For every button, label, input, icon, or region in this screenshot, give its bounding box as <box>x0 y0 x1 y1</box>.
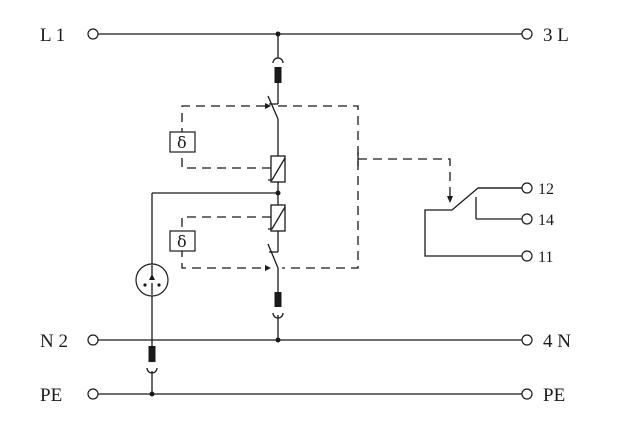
gdt-inner-arrow <box>149 274 155 280</box>
terminal-n2 <box>87 334 99 346</box>
terminal-pe-left <box>87 388 99 400</box>
delta-box-lower <box>169 230 196 252</box>
switch-contact-icon <box>267 243 279 269</box>
varistor-icon <box>268 206 286 230</box>
terminal-3l <box>521 28 533 40</box>
fuse-icon <box>274 67 282 83</box>
fuse-icon <box>274 292 282 307</box>
label-4n: 4 N <box>543 331 571 352</box>
terminal-11 <box>521 250 533 262</box>
terminal-pe-right <box>521 388 533 400</box>
thermal-arrow-lower <box>265 265 271 271</box>
label-pe-left: PE <box>40 385 62 406</box>
thermal-link-lower <box>181 216 271 269</box>
label-11: 11 <box>538 249 553 266</box>
fuse-arc-upper <box>272 57 284 64</box>
label-12: 12 <box>538 181 554 198</box>
delta-box-upper <box>169 131 196 153</box>
label-n2: N 2 <box>40 331 68 352</box>
enclosure-bracket <box>278 105 359 269</box>
label-l1: L 1 <box>40 25 65 46</box>
terminal-4n <box>521 334 533 346</box>
label-3l: 3 L <box>543 25 569 46</box>
terminal-12 <box>521 182 533 194</box>
changeover-contact-icon <box>424 187 522 257</box>
switch-contact-icon <box>267 95 279 120</box>
relay-link-arrow <box>447 196 453 203</box>
gdt-dot-left <box>143 283 147 287</box>
label-14: 14 <box>538 212 554 229</box>
delta-label-lower: δ <box>177 232 187 251</box>
fuse-icon <box>148 346 156 362</box>
delta-label-upper: δ <box>177 133 187 152</box>
terminal-14 <box>521 213 533 225</box>
label-pe-right: PE <box>543 385 565 406</box>
varistor-icon <box>268 157 286 181</box>
terminal-l1 <box>87 28 99 40</box>
gdt-dot-right <box>157 283 161 287</box>
thermal-arrow-upper <box>265 103 271 109</box>
relay-link <box>358 158 451 198</box>
